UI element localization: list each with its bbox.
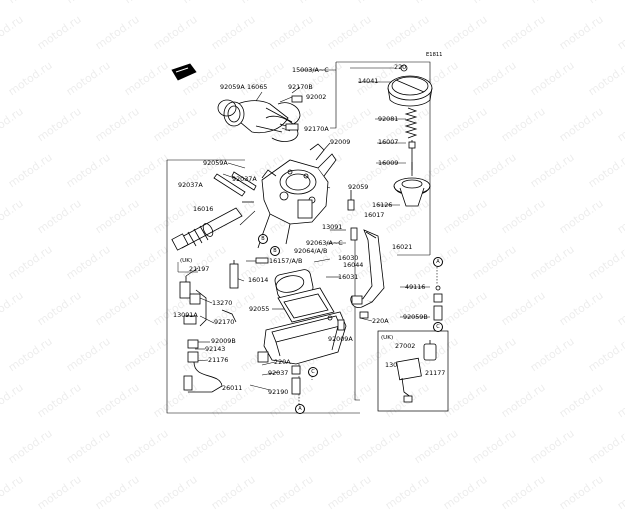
part-label: 26011 bbox=[222, 384, 243, 392]
screw-220a bbox=[359, 311, 369, 319]
float-16031 bbox=[274, 269, 314, 299]
part-label: 92190 bbox=[268, 388, 289, 396]
watermark-text: motod.ru bbox=[35, 472, 85, 512]
watermark-text: motod.ru bbox=[557, 472, 607, 512]
part-label: 92009B bbox=[211, 337, 236, 345]
part-label: 92037 bbox=[268, 369, 289, 377]
drain-92037 bbox=[291, 365, 301, 395]
carburetor-body bbox=[242, 143, 337, 249]
part-label: 92009A bbox=[328, 335, 353, 343]
part-label: 92059A bbox=[203, 159, 228, 167]
part-label: 27002 bbox=[395, 342, 416, 350]
part-label: 92143 bbox=[205, 345, 226, 353]
part-label: 92002 bbox=[306, 93, 327, 101]
part-label: 92059 bbox=[348, 183, 369, 191]
part-label: 92064/A/B bbox=[294, 247, 328, 255]
part-label: 16016 bbox=[193, 205, 214, 213]
part-label: 16021 bbox=[392, 243, 413, 251]
part-label: 21197 bbox=[189, 265, 210, 273]
watermark-text: motod.ru bbox=[267, 472, 317, 512]
part-label: 13270 bbox=[212, 299, 233, 307]
part-label: 16017 bbox=[364, 211, 385, 219]
inset-title-uk-right: (UK) bbox=[381, 335, 394, 341]
watermark-text: motod.ru bbox=[209, 472, 259, 512]
inset-title-uk-left: (UK) bbox=[180, 258, 193, 264]
part-label: 92170B bbox=[288, 83, 313, 91]
part-label: 92009 bbox=[330, 138, 351, 146]
throttle-link-16021 bbox=[350, 229, 385, 308]
part-label: 130 bbox=[385, 361, 398, 369]
watermark-text: motod.ru bbox=[0, 472, 27, 512]
gasket-92055 bbox=[277, 287, 335, 323]
part-label: 16030 bbox=[338, 254, 359, 262]
ref-mark-b: B bbox=[258, 234, 268, 244]
watermark-text: motod.ru bbox=[441, 472, 491, 512]
part-label: 16014 bbox=[248, 276, 269, 284]
part-label: 14041 bbox=[358, 77, 379, 85]
pipe-92037a bbox=[213, 171, 257, 197]
part-label: 92037A bbox=[232, 175, 257, 183]
part-label: 220A bbox=[372, 317, 389, 325]
part-label: 21177 bbox=[425, 369, 446, 377]
part-label: 92055 bbox=[249, 305, 270, 313]
air-duct-16065 bbox=[223, 100, 293, 134]
ref-mark-c: C bbox=[433, 322, 443, 332]
right-small-parts bbox=[433, 285, 443, 321]
spring-92081 bbox=[404, 107, 418, 139]
inset-heater-27002 bbox=[396, 340, 437, 403]
watermark-text: motod.ru bbox=[151, 472, 201, 512]
part-label: 92059A bbox=[220, 83, 245, 91]
diagram-code: E1811 bbox=[426, 52, 443, 58]
valve-16014 bbox=[229, 260, 239, 289]
part-label: 220 bbox=[394, 63, 407, 71]
inset-uk-left-bracket bbox=[177, 262, 198, 273]
heater-assembly-left bbox=[179, 276, 237, 393]
inset-box-uk-right bbox=[377, 330, 449, 412]
part-label: 16044 bbox=[343, 261, 364, 269]
watermark-text: motod.ru bbox=[325, 472, 375, 512]
watermark-text: motod.ru bbox=[93, 472, 143, 512]
watermark-text: motod.ru bbox=[499, 472, 549, 512]
part-label: 16007 bbox=[378, 138, 399, 146]
part-label: 92059B bbox=[403, 313, 428, 321]
watermark-text: motod.ru bbox=[383, 472, 433, 512]
part-label: 16031 bbox=[338, 273, 359, 281]
part-label: 92081 bbox=[378, 115, 399, 123]
part-label: 16126 bbox=[372, 201, 393, 209]
screw-92009a bbox=[337, 319, 345, 331]
choke-plunger-16016 bbox=[171, 207, 243, 251]
part-label: 13091A bbox=[173, 311, 198, 319]
screw-16157 bbox=[255, 257, 269, 264]
part-label: 92063/A~C bbox=[306, 239, 343, 247]
jet-16017 bbox=[347, 190, 355, 211]
part-label: 220A bbox=[274, 358, 291, 366]
ref-mark-b: B bbox=[270, 246, 280, 256]
part-label: 13091 bbox=[322, 223, 343, 231]
ref-mark-a: A bbox=[295, 404, 305, 414]
bolt-92190 bbox=[257, 351, 269, 363]
top-cover-14041 bbox=[387, 75, 433, 107]
ref-mark-a: A bbox=[433, 257, 443, 267]
ref-mark-c: C bbox=[308, 367, 318, 377]
manufacturer-logo-mark bbox=[171, 63, 197, 81]
part-label: 16157/A/B bbox=[269, 257, 303, 265]
o-ring-92059a bbox=[217, 99, 237, 117]
screw-13091 bbox=[350, 227, 358, 241]
diaphragm-16126 bbox=[393, 177, 431, 207]
carburetor-exploded-drawing bbox=[166, 61, 449, 414]
part-label: 92037A bbox=[178, 181, 203, 189]
watermark-text: motod.ru bbox=[615, 472, 625, 512]
part-label: 49116 bbox=[405, 283, 426, 291]
part-label: 16065 bbox=[247, 83, 268, 91]
part-label: 16009 bbox=[378, 159, 399, 167]
part-label: 92170A bbox=[304, 125, 329, 133]
part-label: 15003/A~C bbox=[292, 66, 329, 74]
clamp-92170a bbox=[265, 115, 299, 142]
screw-220 bbox=[400, 64, 408, 72]
part-label: 92170 bbox=[214, 318, 235, 326]
part-label: 21176 bbox=[208, 356, 229, 364]
